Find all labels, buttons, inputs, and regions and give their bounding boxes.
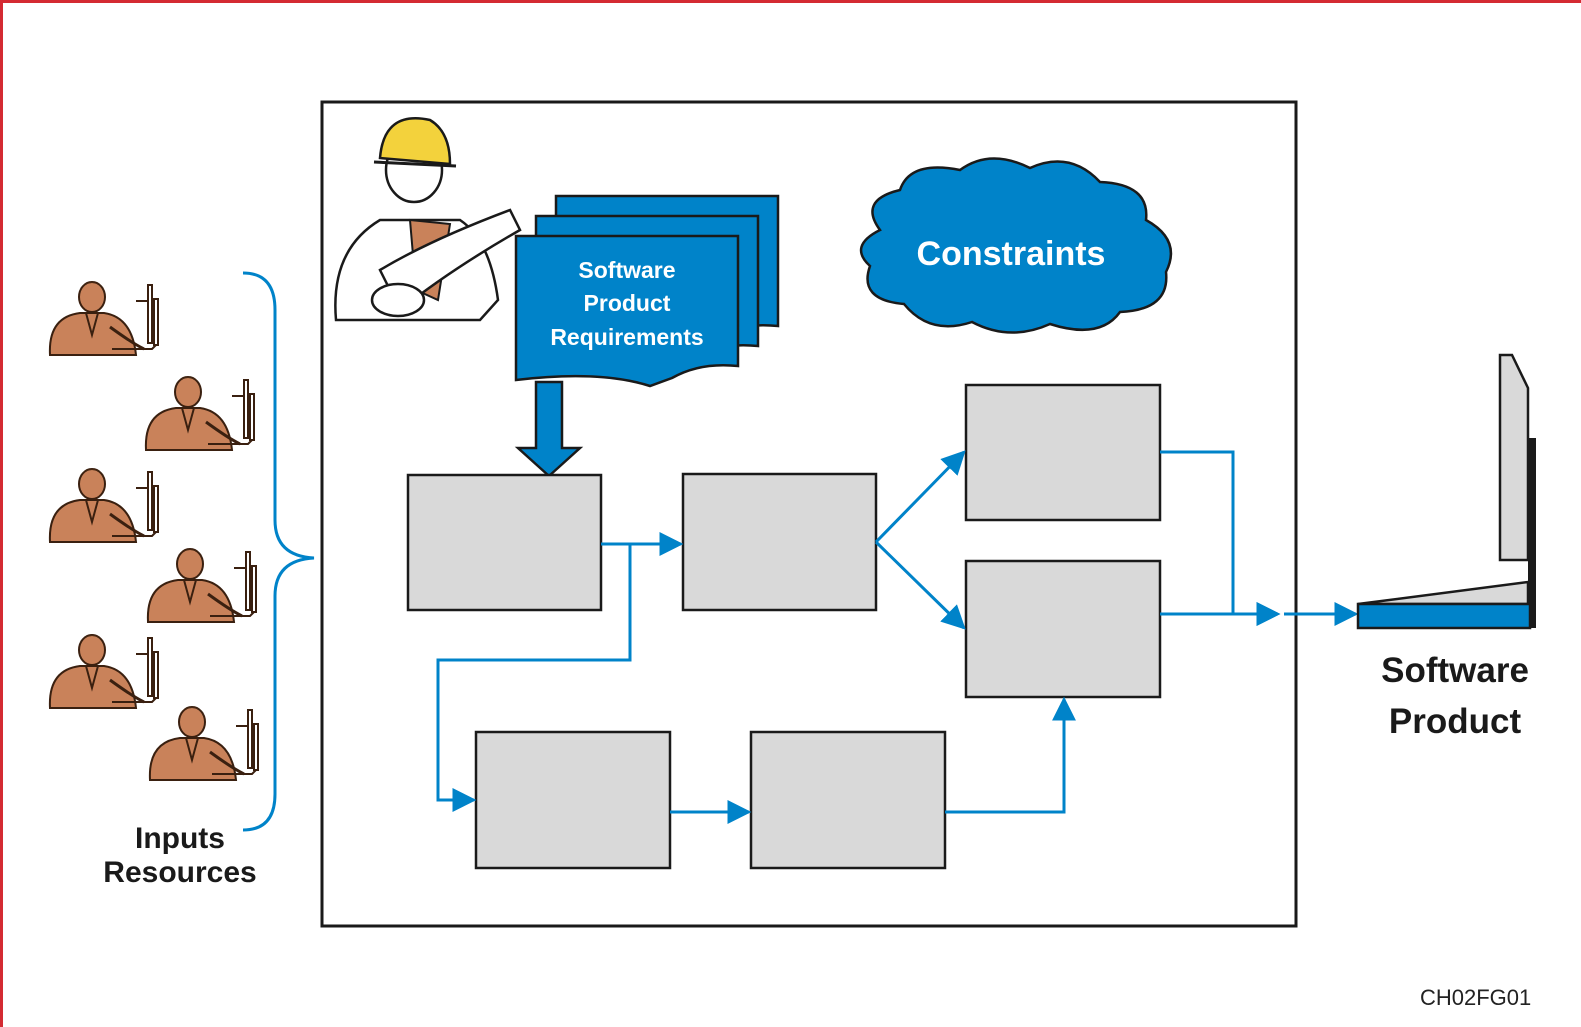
requirements-label: Software Product Requirements [516,254,738,354]
requirements-label-line-2: Product [583,290,671,317]
inputs-label-line: Inputs [135,822,225,855]
person-at-computer-icon [144,375,256,452]
inputs-brace-icon [242,271,315,832]
cloud-icon [859,157,1173,334]
engineer-with-hardhat-icon [334,117,522,322]
requirements-arrow [514,380,584,478]
person-at-computer-icon [48,280,160,357]
process-box-4 [964,559,1162,699]
figure-code: CH02FG01 [1420,985,1532,1010]
process-box-1 [406,473,603,612]
process-box-6 [749,730,947,870]
laptop-icon [1356,353,1536,630]
process-box-2 [681,472,878,612]
software-product-label: Software Product [1355,646,1555,748]
person-at-computer-icon [48,633,160,710]
product-label-line-1: Software [1381,651,1529,690]
resources-label-line: Resources [103,855,257,889]
product-label-line-2: Product [1388,701,1522,741]
person-at-computer-icon [146,547,258,624]
requirements-label-line-3: Requirements [550,323,704,350]
connector-6-4 [945,696,1076,814]
person-at-computer-icon [148,705,260,782]
connector-2-4 [874,540,966,630]
constraints-label: Constraints [916,235,1106,273]
person-at-computer-icon [48,467,160,544]
requirements-label-line-1: Software [578,257,676,283]
inputs-resources-label: Inputs Resources [80,822,280,889]
process-box-5 [474,730,672,870]
document-stack-icon [514,194,780,388]
connector-2-3 [874,450,966,544]
process-box-3 [964,383,1162,522]
connector-1-5 [436,544,632,812]
